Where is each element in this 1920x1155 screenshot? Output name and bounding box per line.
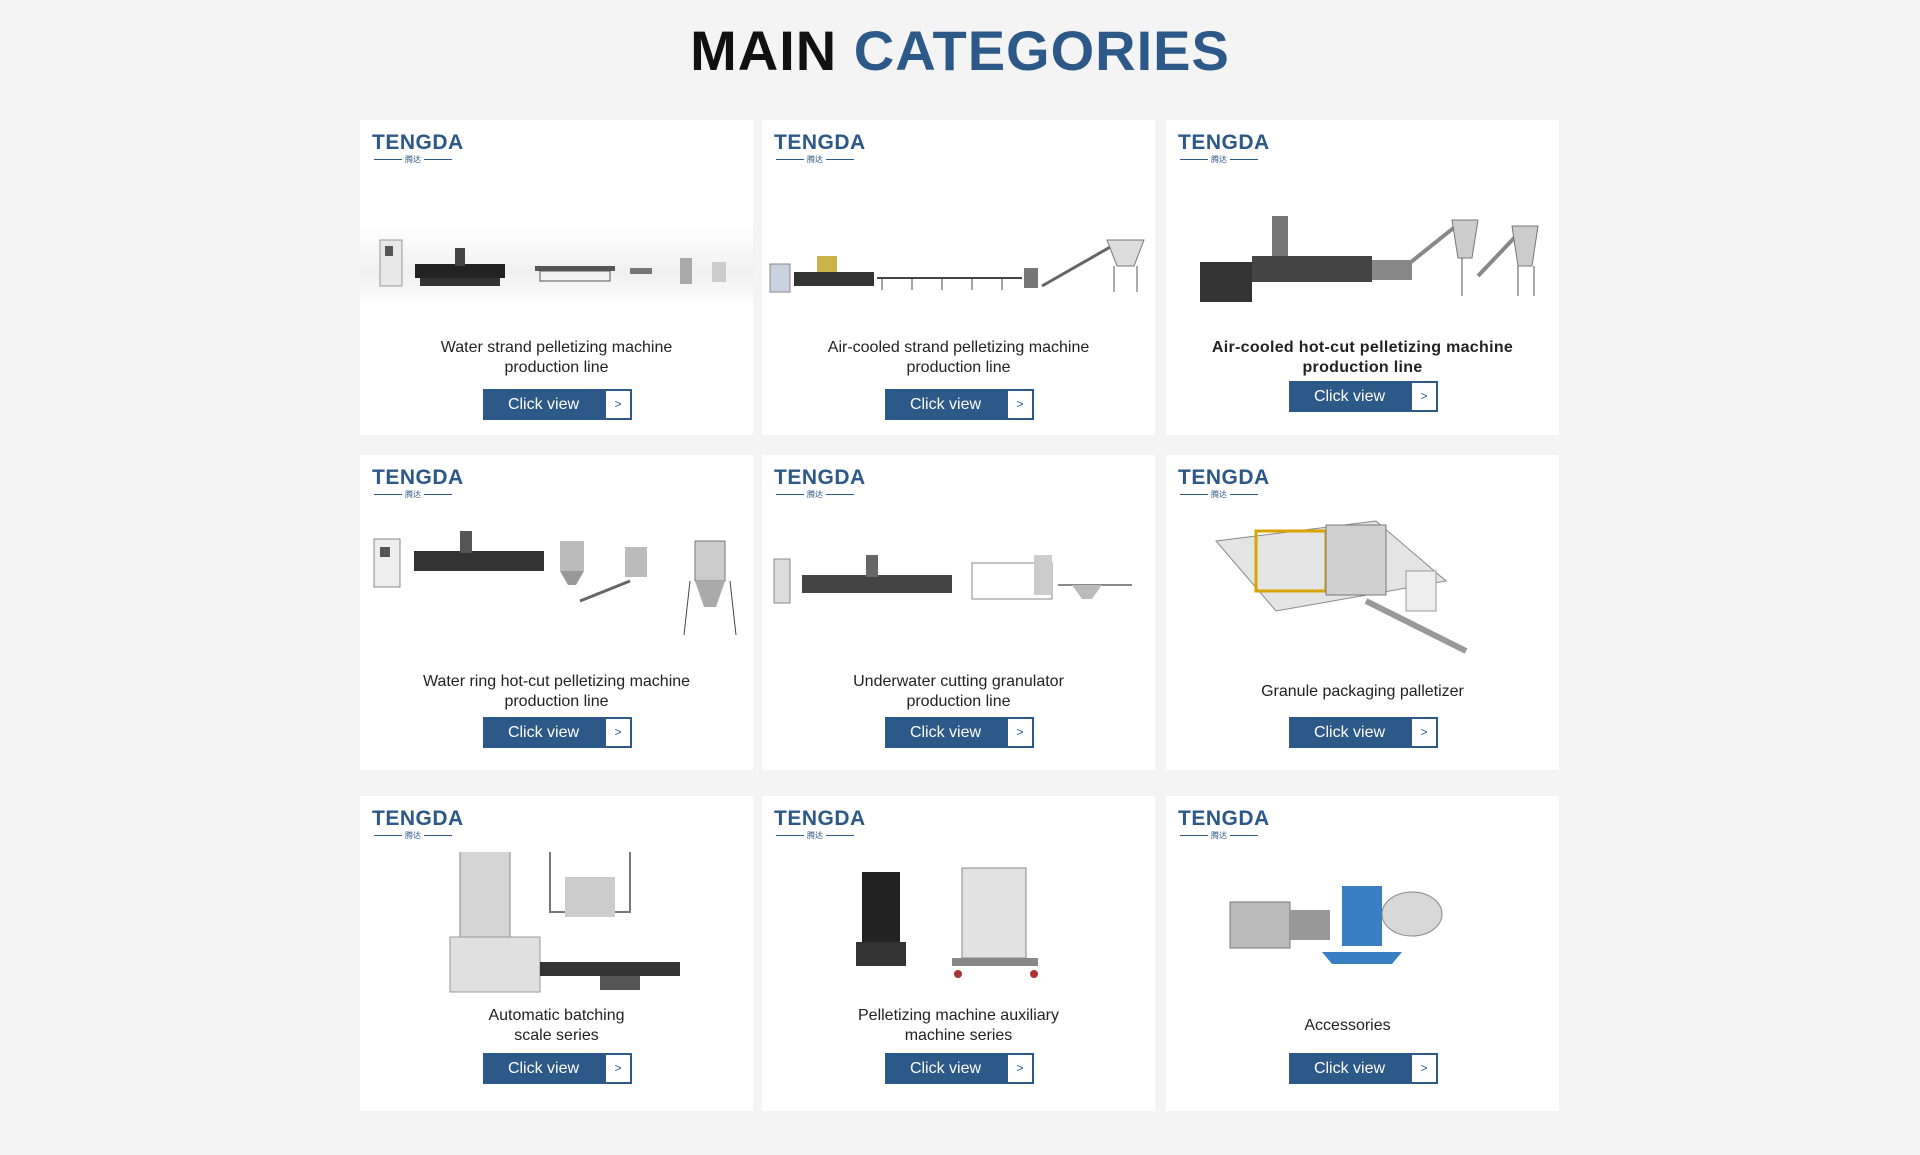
card-title: Accessories (1304, 1017, 1391, 1034)
click-view-button[interactable]: Click view> (1289, 717, 1438, 748)
click-view-button[interactable]: Click view> (483, 389, 632, 420)
tengda-logo: TENGDA 腾达 (774, 807, 866, 841)
click-view-button[interactable]: Click view> (483, 717, 632, 748)
tengda-logo: TENGDA 腾达 (1178, 807, 1270, 841)
chevron-right-icon: > (1006, 1053, 1034, 1084)
tengda-logo: TENGDA 腾达 (774, 466, 866, 500)
tengda-logo: TENGDA 腾达 (372, 807, 464, 841)
chevron-right-icon: > (604, 389, 632, 420)
category-card-accessories[interactable]: TENGDA 腾达 Accessories Click view> (1166, 796, 1559, 1111)
product-image (360, 176, 753, 326)
card-title: Granule packaging palletizer (1261, 683, 1464, 700)
click-view-button[interactable]: Click view> (885, 1053, 1034, 1084)
tengda-logo: TENGDA 腾达 (372, 131, 464, 165)
product-image (360, 511, 753, 661)
click-view-button[interactable]: Click view> (483, 1053, 632, 1084)
page-title-word-categories: CATEGORIES (853, 19, 1230, 82)
page-title: MAIN CATEGORIES (0, 20, 1920, 82)
tengda-logo: TENGDA 腾达 (774, 131, 866, 165)
product-image (762, 852, 1155, 1002)
chevron-right-icon: > (1410, 1053, 1438, 1084)
click-view-button[interactable]: Click view> (1289, 381, 1438, 412)
category-card-air-cooled-hot-cut[interactable]: TENGDA 腾达 Air-cooled hot-cut pelletizing… (1166, 120, 1559, 435)
tengda-logo: TENGDA 腾达 (1178, 131, 1270, 165)
product-image (1166, 176, 1559, 326)
product-image (1166, 852, 1559, 1002)
click-view-button[interactable]: Click view> (885, 717, 1034, 748)
product-image (1166, 511, 1559, 661)
page-title-word-main: MAIN (690, 19, 838, 82)
chevron-right-icon: > (1006, 389, 1034, 420)
product-image (762, 511, 1155, 661)
tengda-logo: TENGDA 腾达 (372, 466, 464, 500)
tengda-logo: TENGDA 腾达 (1178, 466, 1270, 500)
chevron-right-icon: > (1410, 381, 1438, 412)
chevron-right-icon: > (604, 717, 632, 748)
category-card-granule-packaging[interactable]: TENGDA 腾达 Granule packaging palletizer C… (1166, 455, 1559, 770)
category-card-water-strand[interactable]: TENGDA 腾达 Water strand pelletizing machi… (360, 120, 753, 435)
chevron-right-icon: > (1410, 717, 1438, 748)
product-image (360, 852, 753, 1002)
category-card-air-cooled-strand[interactable]: TENGDA 腾达 Air-cooled strand pelletizing … (762, 120, 1155, 435)
product-image (762, 176, 1155, 326)
click-view-button[interactable]: Click view> (1289, 1053, 1438, 1084)
chevron-right-icon: > (604, 1053, 632, 1084)
category-card-water-ring-hot-cut[interactable]: TENGDA 腾达 Water ring hot-cut pelletizing… (360, 455, 753, 770)
chevron-right-icon: > (1006, 717, 1034, 748)
click-view-button[interactable]: Click view> (885, 389, 1034, 420)
